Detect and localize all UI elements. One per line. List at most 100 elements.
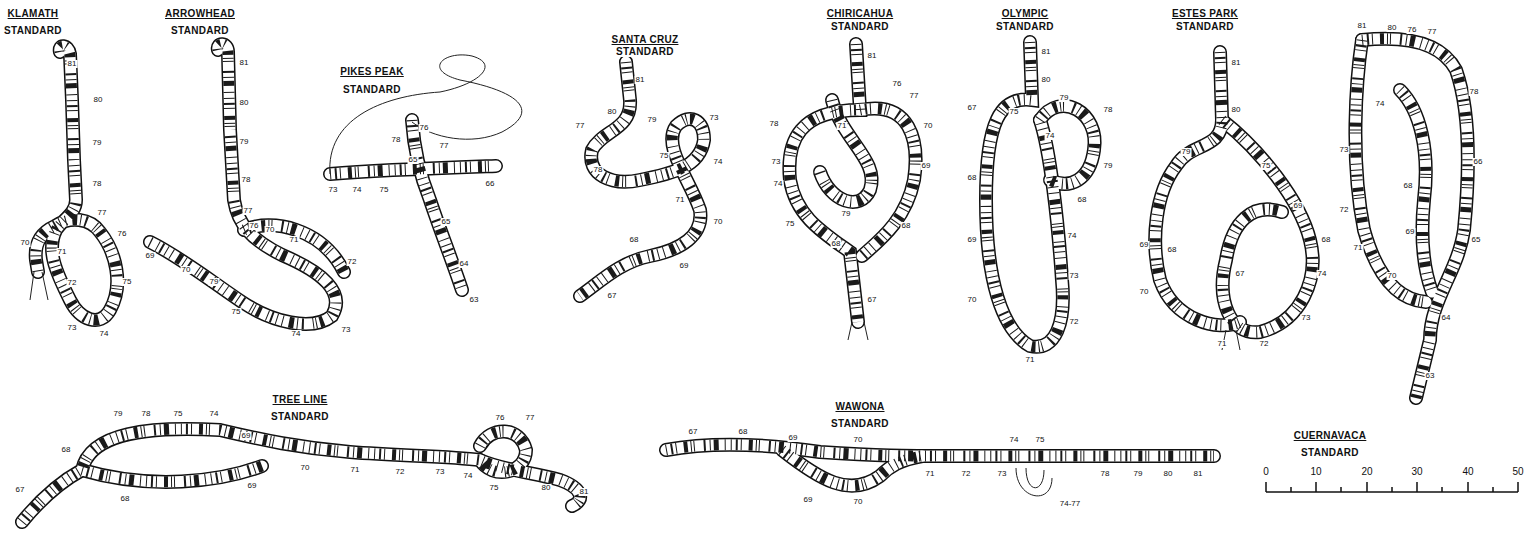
band-section-number: 69	[788, 434, 799, 442]
band-section-number: 74	[773, 180, 784, 188]
arrangement-label: STANDARD	[270, 412, 330, 422]
band-section-number: 68	[967, 174, 978, 182]
band-section-number: 79	[841, 210, 852, 218]
band-section-number: 68	[1321, 236, 1332, 244]
band-section-number: 74	[1317, 270, 1328, 278]
band-section-number: 77	[439, 142, 450, 150]
band-section-number: 76	[419, 124, 430, 132]
band-section-number: 81	[1357, 22, 1368, 30]
band-section-number: 68	[1403, 182, 1414, 190]
band-section-number: 75	[173, 410, 184, 418]
band-section-number: 80	[541, 484, 552, 492]
arrangement-label: STANDARD	[1300, 448, 1360, 458]
band-section-number: 74	[291, 330, 302, 338]
band-section-number: 78	[593, 166, 604, 174]
band-section-number: 77	[909, 92, 920, 100]
band-section-number: 67	[967, 104, 978, 112]
band-section-number: 80	[1163, 470, 1174, 478]
band-section-number: 68	[61, 446, 72, 454]
band-section-number: 74	[99, 330, 110, 338]
band-section-number: 71	[1025, 356, 1036, 364]
band-section-number: 70	[967, 296, 978, 304]
arrangement-label: STANDARD	[1175, 22, 1235, 32]
band-section-number: 70	[853, 498, 864, 506]
band-section-number: 65	[408, 156, 419, 164]
band-section-number: 68	[1167, 246, 1178, 254]
scale-number: 20	[1360, 467, 1373, 477]
band-section-number: 75	[379, 186, 390, 194]
band-section-number: 72	[395, 468, 406, 476]
band-section-number: 68	[120, 495, 131, 503]
band-section-number: 79	[92, 139, 103, 147]
band-section-number: 70	[300, 464, 311, 472]
arrangement-label: STANDARD	[170, 26, 230, 36]
band-section-number: 70	[1139, 288, 1150, 296]
scale-number: 40	[1461, 467, 1474, 477]
band-section-number: 79	[1059, 94, 1070, 102]
band-section-number: 64	[459, 260, 470, 268]
band-section-number: 65	[441, 218, 452, 226]
band-section-number: 64	[1441, 314, 1452, 322]
band-section-number: 77	[525, 414, 536, 422]
band-section-number: 78	[1469, 88, 1480, 96]
band-section-number: 73	[997, 470, 1008, 478]
strain-title: SANTA CRUZ	[611, 35, 680, 45]
strain-title: ESTES PARK	[1171, 9, 1239, 19]
band-section-number: 78	[391, 136, 402, 144]
band-section-number: 75	[1035, 436, 1046, 444]
band-section-number: 75	[122, 278, 133, 286]
scale-number: 50	[1511, 467, 1524, 477]
scale-bar	[1266, 482, 1518, 492]
band-section-number: 68	[738, 428, 749, 436]
band-section-number: 77	[575, 122, 586, 130]
scale-number: 30	[1410, 467, 1423, 477]
scale-number: 0	[1262, 467, 1270, 477]
band-section-number: 75	[1261, 162, 1272, 170]
band-section-number: 71	[289, 236, 300, 244]
arrangement-label: STANDARD	[3, 26, 63, 36]
band-section-number: 67	[15, 486, 26, 494]
band-section-number: 67	[688, 428, 699, 436]
band-section-number: 65	[1471, 236, 1482, 244]
band-section-number: 79	[113, 410, 124, 418]
band-section-number: 70	[265, 226, 276, 234]
band-section-number: 76	[1407, 26, 1418, 34]
band-section-number: 69	[247, 482, 258, 490]
band-section-number: 76	[249, 222, 260, 230]
band-section-number: 74	[1009, 436, 1020, 444]
band-section-number: 78	[141, 410, 152, 418]
band-section-number: 77	[243, 207, 254, 215]
band-section-number: 73	[1069, 272, 1080, 280]
band-section-number: 72	[1259, 340, 1270, 348]
band-section-number: 76	[892, 80, 903, 88]
band-section-number: 81	[867, 52, 878, 60]
scale-number: 10	[1309, 467, 1322, 477]
band-section-number: 67	[607, 292, 618, 300]
strain-title: WAWONA	[834, 402, 885, 412]
band-section-number: 77	[1427, 28, 1438, 36]
arrangement-label: STANDARD	[342, 85, 402, 95]
band-section-number: 71	[1353, 244, 1364, 252]
band-section-number: 63	[469, 296, 480, 304]
band-section-number: 78	[1100, 470, 1111, 478]
band-section-number: 74	[1045, 132, 1056, 140]
band-section-number: 78	[241, 176, 252, 184]
band-section-number: 71	[350, 466, 361, 474]
band-section-number: 80	[1387, 24, 1398, 32]
band-section-number: 81	[1193, 470, 1204, 478]
band-section-number: 69	[241, 432, 252, 440]
band-section-number: 76	[117, 230, 128, 238]
band-section-number: 69	[1405, 228, 1416, 236]
band-section-number: 75	[659, 152, 670, 160]
band-section-number: 74	[209, 410, 220, 418]
arrangement-label: STANDARD	[995, 22, 1055, 32]
band-section-number: 73	[709, 114, 720, 122]
band-section-number: 72	[1339, 206, 1350, 214]
band-section-number: 73	[328, 186, 339, 194]
band-section-number: 70	[713, 218, 724, 226]
strain-title: KLAMATH	[7, 9, 60, 19]
band-section-number: 78	[92, 180, 103, 188]
band-section-number: 75	[1009, 108, 1020, 116]
band-section-number: 74	[352, 186, 363, 194]
